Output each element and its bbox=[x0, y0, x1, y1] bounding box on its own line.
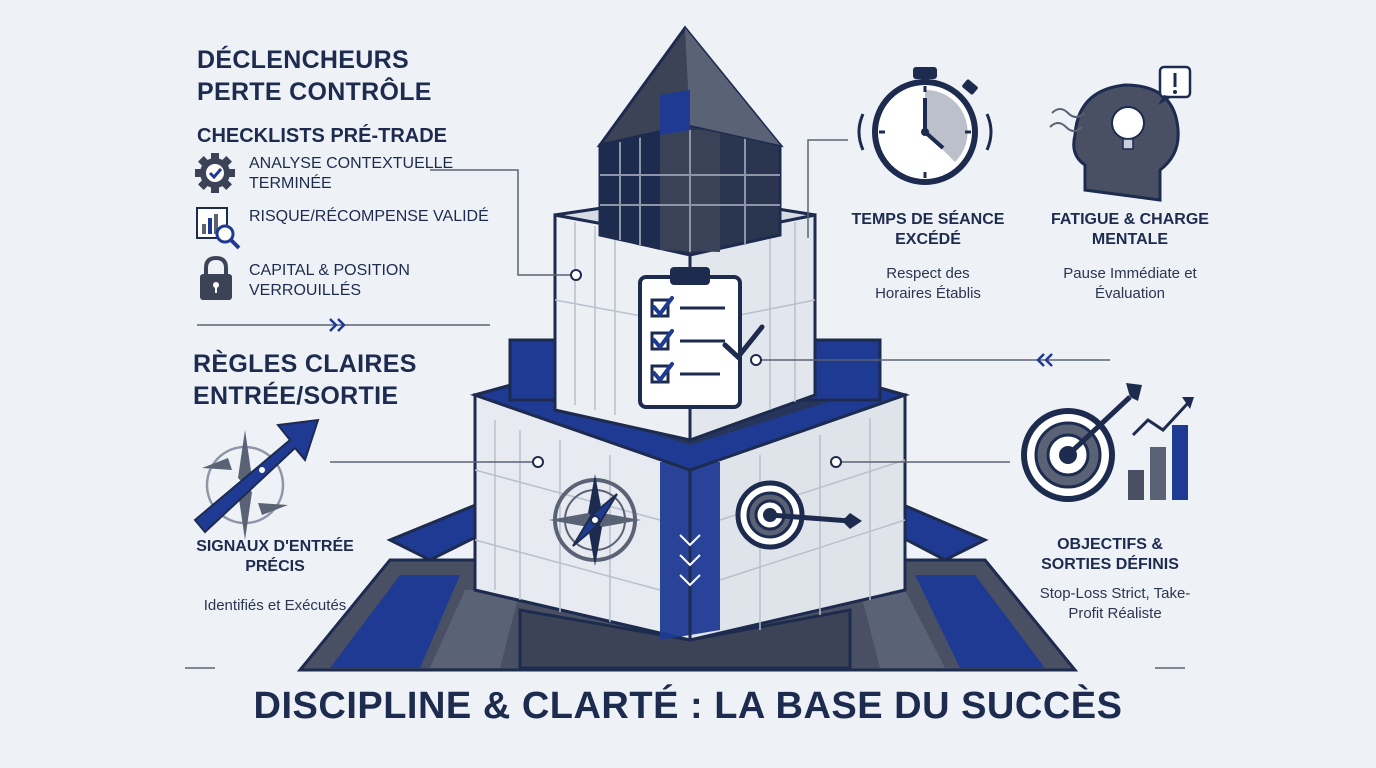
target-chart-icon bbox=[1021, 383, 1194, 502]
fatigue-subtitle: Pause Immédiate et Évaluation bbox=[1063, 265, 1197, 302]
chart-magnifier-icon bbox=[196, 207, 241, 250]
fatigue-title: FATIGUE & CHARGE MENTALE bbox=[1051, 211, 1209, 248]
block-target-icon bbox=[735, 480, 862, 550]
entry-signals-subtitle: Identifiés et Exécutés bbox=[203, 597, 347, 614]
session-time-title: TEMPS DE SÉANCE EXCÉDÉ bbox=[851, 211, 1005, 248]
connector-lines bbox=[185, 139, 1185, 669]
pretrade-checklist-title: CHECKLISTS PRÉ-TRADE bbox=[197, 125, 448, 147]
objectives-title: OBJECTIFS & SORTIES DÉFINIS bbox=[1041, 536, 1179, 573]
clipboard-checklist-icon bbox=[638, 267, 765, 409]
head-bulb-icon bbox=[1049, 65, 1192, 202]
session-time-subtitle: Respect des Horaires Établis bbox=[875, 265, 981, 302]
compass-icon bbox=[549, 474, 641, 566]
tower-spire bbox=[596, 25, 784, 257]
entry-arrow-icon bbox=[193, 418, 320, 540]
chevron-left-icon bbox=[1036, 353, 1053, 367]
checklist-item-risk-reward: RISQUE/RÉCOMPENSE VALIDÉ bbox=[249, 208, 489, 225]
checklist-item-capital: CAPITAL & POSITION VERROUILLÉS bbox=[249, 262, 410, 299]
clear-rules-title: RÈGLES CLAIRES ENTRÉE/SORTIE bbox=[193, 350, 417, 410]
checklist-item-analysis: ANALYSE CONTEXTUELLE TERMINÉE bbox=[249, 155, 454, 192]
footer-slogan: DISCIPLINE & CLARTÉ : LA BASE DU SUCCÈS bbox=[253, 685, 1123, 727]
chevron-right-icon bbox=[329, 318, 346, 332]
padlock-icon bbox=[200, 255, 232, 300]
objectives-subtitle: Stop-Loss Strict, Take-Profit Réaliste bbox=[1039, 585, 1191, 622]
stopwatch-icon bbox=[857, 67, 993, 185]
loss-control-triggers-title: DÉCLENCHEURS PERTE CONTRÔLE bbox=[197, 46, 432, 106]
entry-signals-title: SIGNAUX D'ENTRÉE PRÉCIS bbox=[196, 538, 354, 575]
gear-check-icon bbox=[195, 153, 235, 193]
